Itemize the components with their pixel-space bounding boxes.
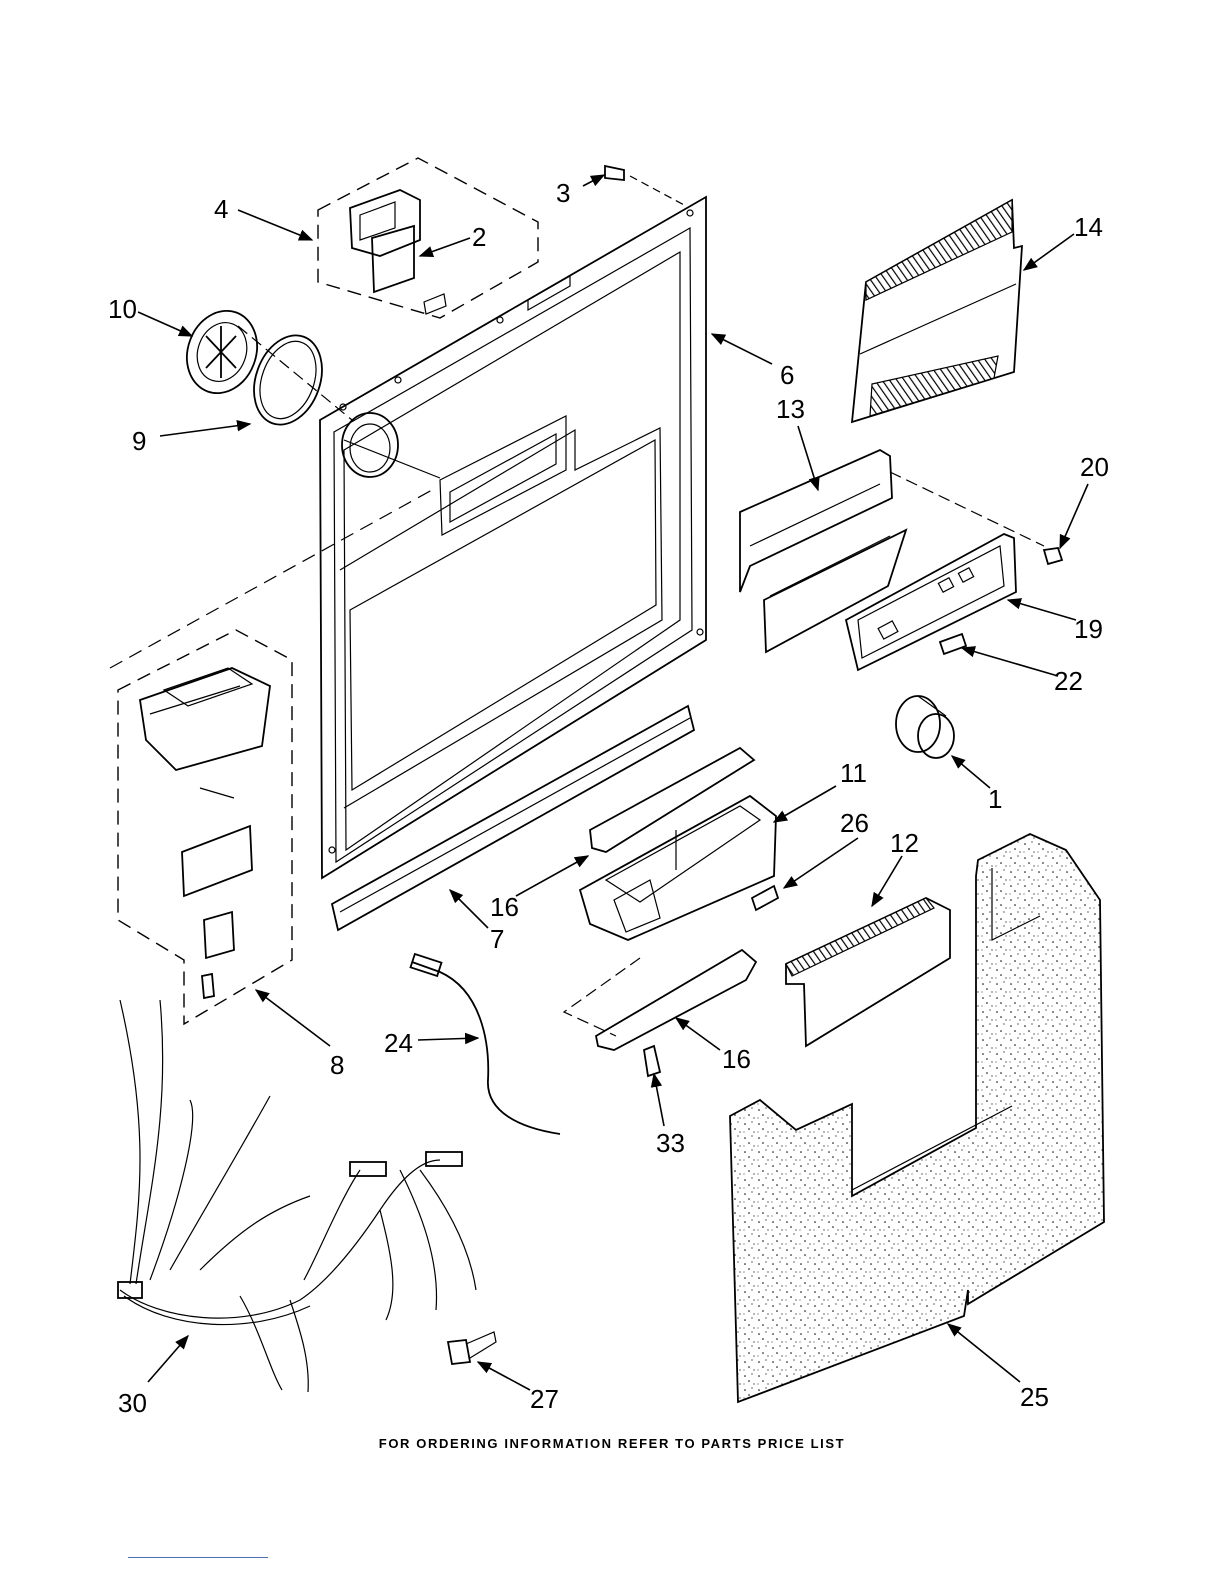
bottom-rule	[128, 1557, 268, 1558]
callout-12: 12	[890, 828, 919, 858]
vent-ring-and-cap	[176, 301, 440, 478]
knob-1	[896, 696, 954, 758]
callout-2: 2	[472, 222, 486, 252]
panel-14	[852, 200, 1022, 422]
callout-7: 7	[490, 924, 504, 954]
callout-13: 13	[776, 394, 805, 424]
connector-27	[448, 1332, 496, 1364]
wire-24	[411, 954, 560, 1134]
callout-33: 33	[656, 1128, 685, 1158]
callout-19: 19	[1074, 614, 1103, 644]
wiring-harness-30	[118, 1000, 476, 1392]
callout-25: 25	[1020, 1382, 1049, 1412]
callout-3: 3	[556, 178, 570, 208]
callout-30: 30	[118, 1388, 147, 1418]
control-board-19	[846, 534, 1062, 670]
callout-20: 20	[1080, 452, 1109, 482]
callout-24: 24	[384, 1028, 413, 1058]
callout-27: 27	[530, 1384, 559, 1414]
callout-6: 6	[780, 360, 794, 390]
callout-16-lower: 16	[722, 1044, 751, 1074]
callout-22: 22	[1054, 666, 1083, 696]
footer-note: FOR ORDERING INFORMATION REFER TO PARTS …	[0, 1436, 1224, 1451]
vent-assembly-group	[318, 158, 538, 318]
callout-8: 8	[330, 1050, 344, 1080]
callout-16-upper: 16	[490, 892, 519, 922]
callout-4: 4	[214, 194, 228, 224]
callout-26: 26	[840, 808, 869, 838]
callout-9: 9	[132, 426, 146, 456]
panel-12	[786, 898, 950, 1046]
screw-3	[605, 166, 686, 206]
callout-10: 10	[108, 294, 137, 324]
assembly-8	[110, 490, 432, 1024]
callout-14: 14	[1074, 212, 1103, 242]
callout-1: 1	[988, 784, 1002, 814]
handle-assembly	[564, 748, 778, 1076]
insulation-25	[730, 834, 1104, 1402]
callout-11: 11	[840, 758, 867, 788]
